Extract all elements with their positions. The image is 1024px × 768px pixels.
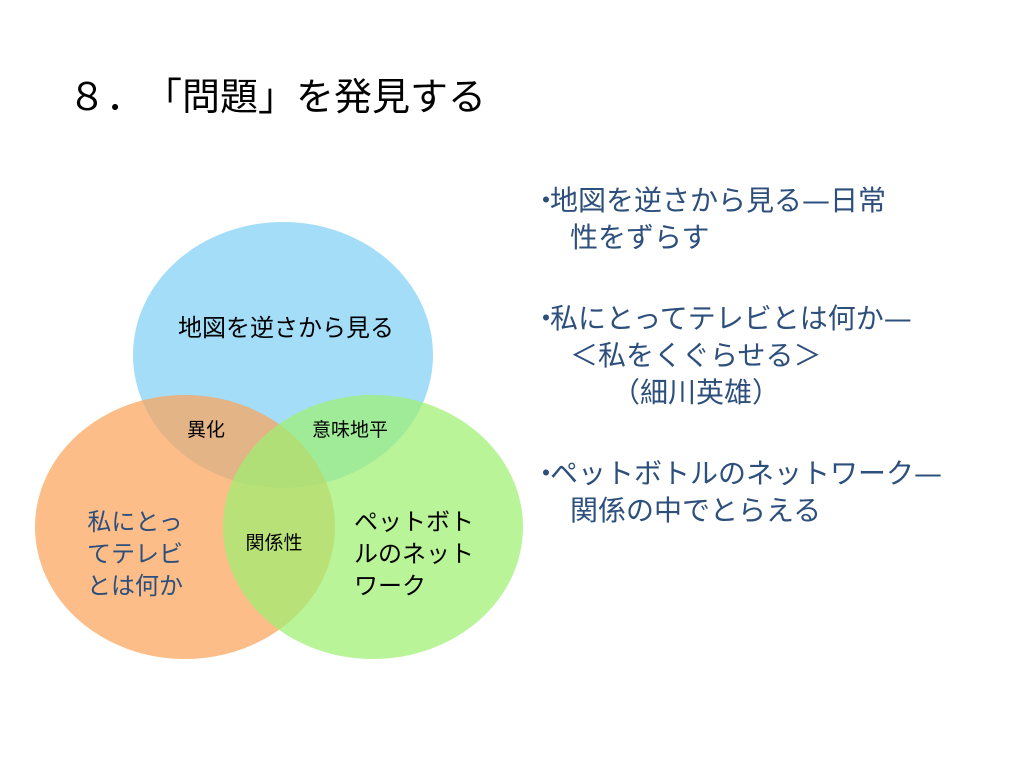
bullet-text: ＜私をくぐらせる＞ [570,339,822,372]
label-right-circle-1: ペットボト [354,508,474,536]
bullet-text: ペットボトルのネットワーク— [550,457,943,490]
label-top-circle: 地図を逆さから見る [178,314,394,342]
bullet-item: ・私にとってテレビとは何か— ＜私をくぐらせる＞ （細川英雄） [532,300,1012,411]
bullet-text: 性をずらす [570,221,710,254]
bullet-text: 私にとってテレビとは何か— [550,302,912,335]
label-left-circle-2: てテレビ [87,540,183,568]
label-left-circle-1: 私にとっ [87,508,182,536]
bullet-mark: ・ [532,184,561,217]
bullet-item: ・地図を逆さから見る—日常 性をずらす [532,182,1012,256]
bullet-citation: （細川英雄） [612,376,781,409]
bullet-list: ・地図を逆さから見る—日常 性をずらす ・私にとってテレビとは何か— ＜私をくぐ… [532,182,1012,573]
bullet-mark: ・ [532,457,561,490]
circle-right [223,395,523,659]
bullet-text: 関係の中でとらえる [570,494,822,527]
slide-title: ８． 「問題」を発見する [68,75,487,119]
label-right-circle-3: ワーク [354,572,426,600]
label-overlap-center: 関係性 [245,532,302,554]
label-right-circle-2: ルのネット [354,540,474,568]
bullet-item: ・ペットボトルのネットワーク— 関係の中でとらえる [532,455,1012,529]
label-overlap-top-right: 意味地平 [312,419,388,441]
label-left-circle-3: とは何か [87,572,183,600]
label-overlap-top-left: 異化 [187,419,225,441]
bullet-mark: ・ [532,302,561,335]
bullet-text: 地図を逆さから見る—日常 [550,184,887,217]
